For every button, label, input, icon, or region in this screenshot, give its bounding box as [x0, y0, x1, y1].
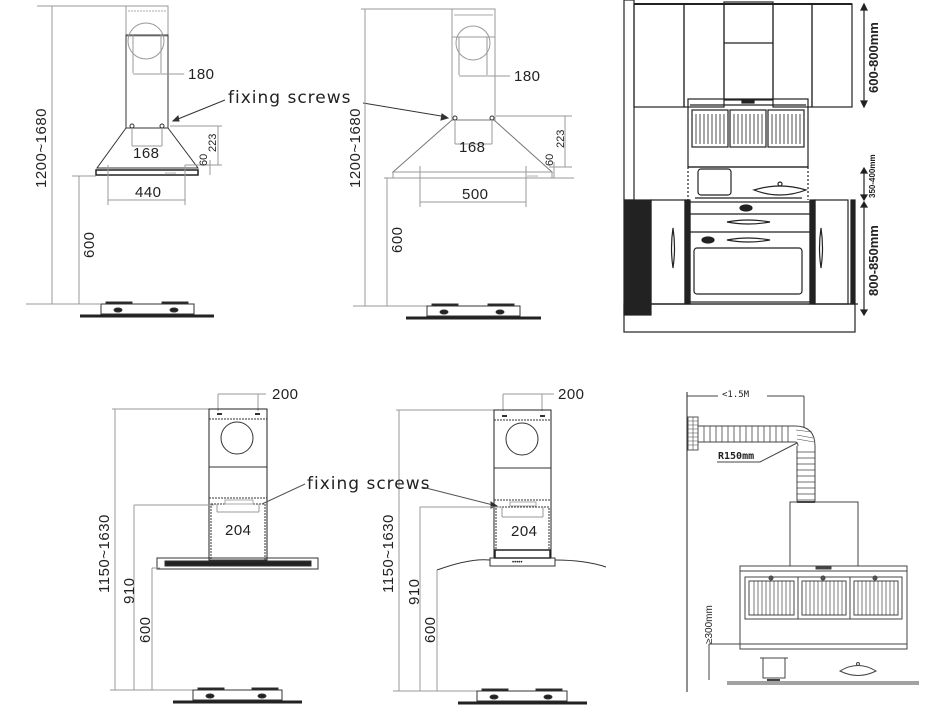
d6-min-clearance-label: ≥300mm	[704, 605, 715, 644]
d4-screw-spacing-label: 204	[225, 522, 252, 539]
fixing-screws-arrow-right	[362, 102, 448, 118]
fixing-screws-label-bottom: fixing screws	[307, 474, 431, 494]
d2-duct-width-label: 180	[514, 68, 541, 85]
fixing-screws-label-top: fixing screws	[228, 88, 352, 108]
chimney-hood-500-drawing: ooooo	[353, 8, 574, 320]
d3-upper-cabinet-height-label: 600-800mm	[866, 22, 881, 93]
d1-hood-height-label: 223	[207, 133, 219, 152]
d4-total-height-label: 1150~1630	[96, 514, 113, 593]
fixing-screws-arrow-curved	[421, 486, 498, 507]
svg-text:•••••: •••••	[512, 560, 523, 566]
kitchen-elevation-drawing	[623, 0, 869, 333]
d2-screw-spacing-label: 168	[459, 139, 486, 156]
d4-mount-height-label: 910	[121, 577, 138, 604]
curved-glass-hood-drawing: •••••	[393, 393, 607, 705]
svg-text:ooooo: ooooo	[527, 173, 539, 178]
svg-text:ooooo: ooooo	[165, 170, 177, 175]
d4-bracket-width-label: 200	[272, 386, 299, 403]
d1-screw-spacing-label: 168	[133, 145, 160, 162]
d1-hood-width-label: 440	[135, 184, 162, 201]
d6-bend-radius-label: R150mm	[718, 451, 755, 462]
fixing-screws-arrow-flat	[261, 483, 306, 505]
chimney-hood-440-drawing: ooooo	[26, 5, 222, 318]
d5-total-height-label: 1150~1630	[380, 514, 397, 593]
d2-hob-clearance-label: 600	[389, 226, 406, 253]
d1-edge-height-label: 60	[198, 153, 210, 166]
d5-screw-spacing-label: 204	[511, 523, 538, 540]
d3-hood-clearance-label: 350-400mm	[868, 154, 877, 198]
d5-hob-clearance-label: 600	[422, 616, 439, 643]
d2-hood-width-label: 500	[462, 186, 489, 203]
fixing-screws-arrow-left	[172, 99, 226, 122]
d5-bracket-width-label: 200	[558, 386, 585, 403]
d2-hood-height-label: 223	[555, 129, 567, 148]
d2-edge-height-label: 60	[544, 153, 556, 166]
d1-duct-width-label: 180	[188, 66, 215, 83]
d6-max-duct-length-label: <1.5M	[722, 390, 750, 400]
d5-mount-height-label: 910	[406, 578, 423, 605]
duct-installation-drawing	[686, 392, 919, 692]
d4-hob-clearance-label: 600	[137, 616, 154, 643]
d1-hob-clearance-label: 600	[81, 231, 98, 258]
d1-total-height-label: 1200~1680	[33, 108, 50, 188]
d2-total-height-label: 1200~1680	[347, 108, 364, 188]
flat-glass-hood-drawing	[110, 393, 319, 704]
d3-counter-height-label: 800-850mm	[866, 225, 881, 296]
